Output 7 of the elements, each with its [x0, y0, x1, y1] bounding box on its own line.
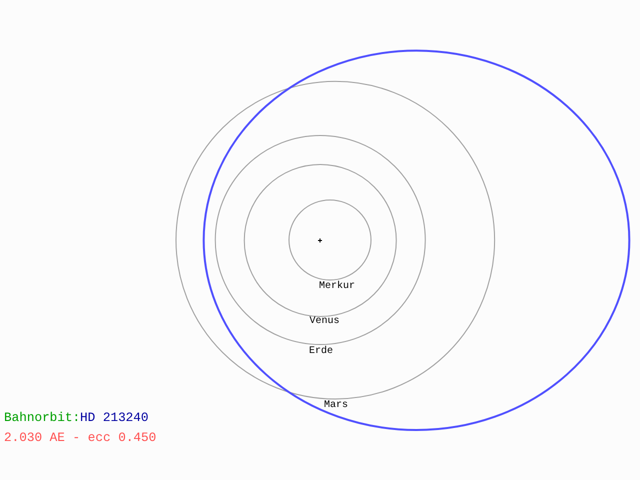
orbit-label: Bahnorbit: — [4, 412, 80, 425]
planet-name: Mars — [324, 401, 348, 411]
orbit-parameters: 2.030 AE - ecc 0.450 — [4, 432, 156, 445]
planet-name: Erde — [309, 347, 334, 357]
star-name: HD 213240 — [80, 412, 149, 425]
planet-name: Merkur — [319, 282, 356, 292]
planet-name: Venus — [310, 317, 340, 327]
